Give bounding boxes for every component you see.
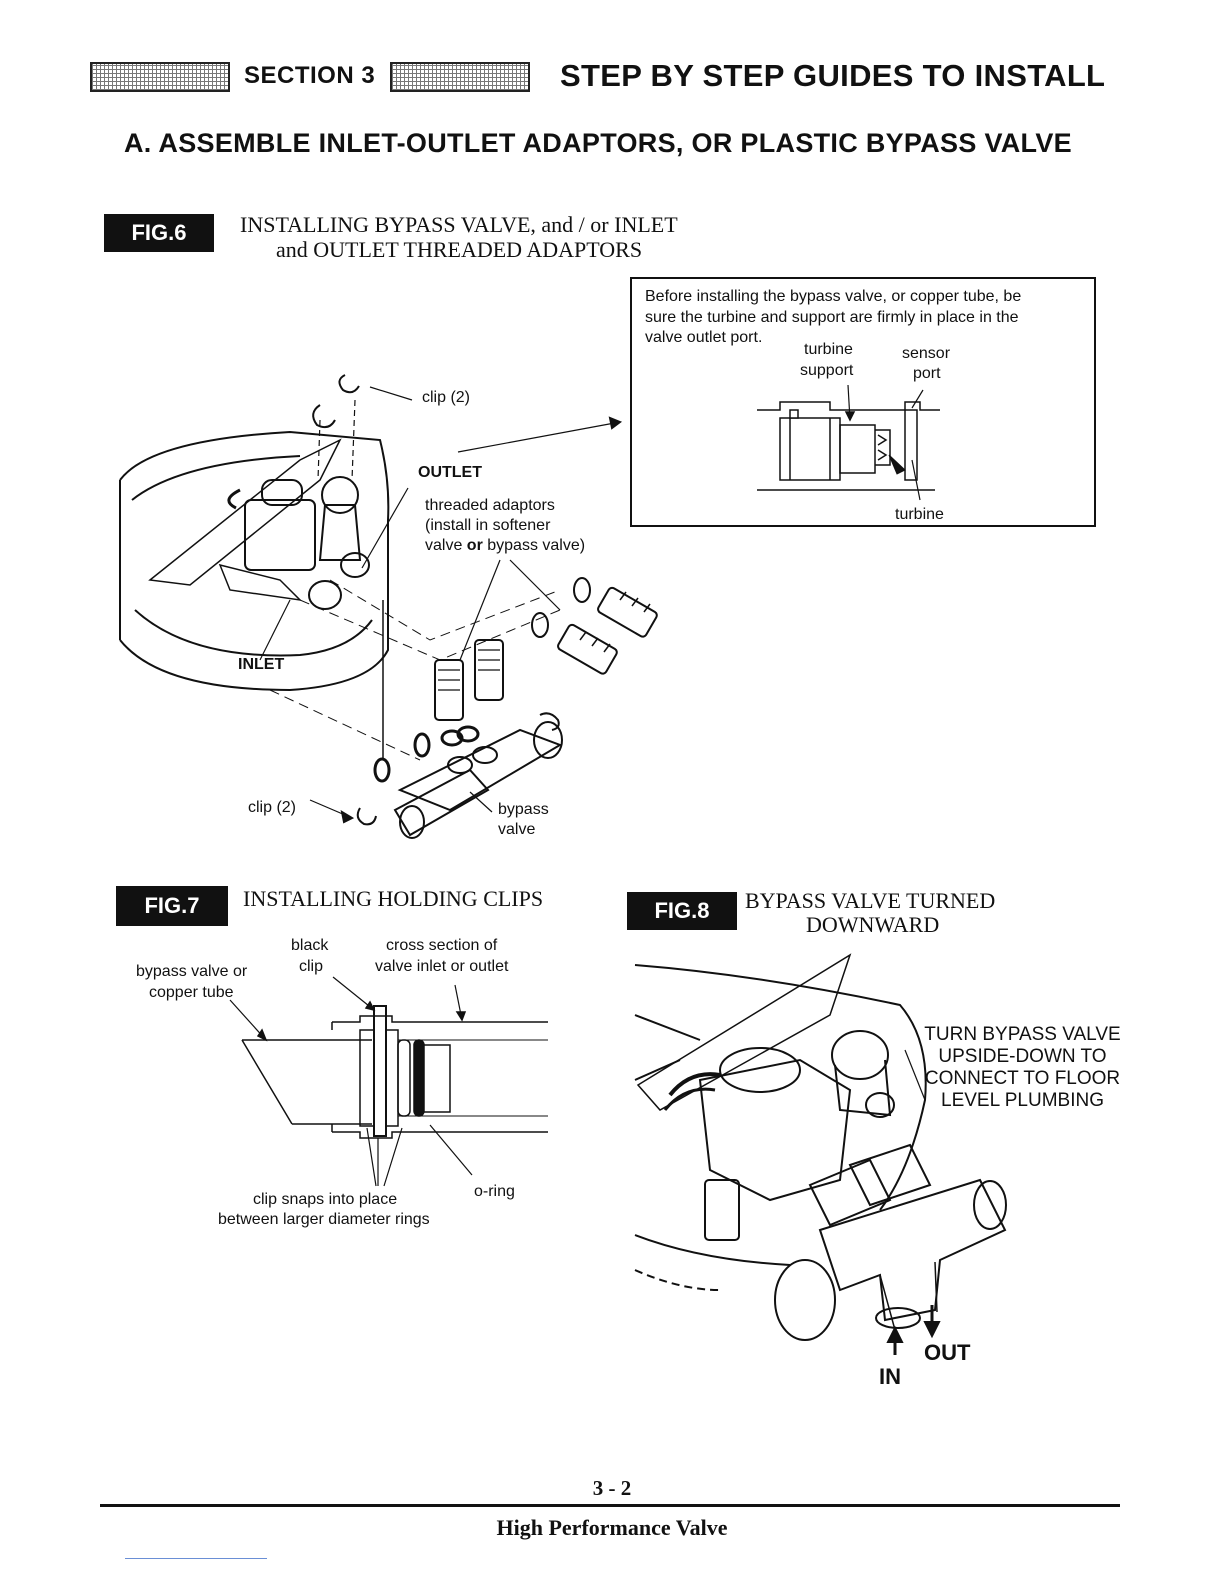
fig7-label-cross-2: valve inlet or outlet [375,958,509,975]
fig7-label-bypass-2: copper tube [149,984,234,1001]
fig8-note-line3: CONNECT TO FLOOR [924,1068,1121,1089]
fig7-label-oring: o-ring [474,1183,515,1200]
fig6-label-threaded-2: (install in softener [425,517,551,534]
fig6-label-inlet: INLET [238,656,285,673]
fig7-label-black-1: black [291,937,329,954]
inset-note-line3: valve outlet port. [645,329,763,346]
fig8-tag: FIG.8 [627,892,737,930]
page-title: STEP BY STEP GUIDES TO INSTALL [560,58,1106,93]
fig7-label-snap-1: clip snaps into place [253,1191,398,1208]
fig7-label-cross-1: cross section of [386,937,498,954]
fig8-caption-line2: DOWNWARD [806,912,940,937]
fig6-inset-box [630,277,1096,527]
fig8-label-in: IN [879,1364,901,1389]
fig6-label-clip-bottom: clip (2) [248,799,297,816]
fig8-label-out: OUT [924,1340,971,1365]
threaded-bypass-text: bypass valve) [482,537,586,554]
inset-note-line2: sure the turbine and support are firmly … [645,309,1019,326]
section-label: SECTION 3 [244,62,376,89]
inset-sensor-port-1: sensor [902,345,951,362]
footer-rule [100,1504,1120,1507]
fig8-caption-line1: BYPASS VALVE TURNED [745,888,996,913]
page-number: 3 - 2 [592,1476,632,1500]
section-subtitle: A. ASSEMBLE INLET-OUTLET ADAPTORS, OR PL… [124,128,1072,158]
inset-sensor-port-2: port [913,365,941,382]
fig6-label-bypass-2: valve [498,821,536,838]
fig7-label-bypass-1: bypass valve or [136,963,248,980]
footer-product: High Performance Valve [496,1515,728,1540]
fig7-label-black-2: clip [299,958,324,975]
header-hatch-right [390,62,530,92]
inset-turbine-support-1: turbine [804,341,853,358]
fig6-tag: FIG.6 [104,214,214,252]
threaded-or-text: or [466,537,483,554]
threaded-valve-text: valve [425,537,467,554]
fig6-label-threaded-3: valve or bypass valve) [425,536,585,556]
fig6-label-bypass-1: bypass [498,801,549,818]
fig7-label-snap-2: between larger diameter rings [218,1211,430,1228]
fig6-caption-line2: and OUTLET THREADED ADAPTORS [276,237,643,262]
fig6-label-clip-top: clip (2) [422,389,471,406]
footer-link-rule [125,1558,267,1559]
fig7-caption: INSTALLING HOLDING CLIPS [243,886,544,911]
fig8-note-line2: UPSIDE-DOWN TO [938,1046,1107,1067]
fig6-label-threaded-1: threaded adaptors [425,497,555,514]
inset-note-line1: Before installing the bypass valve, or c… [645,288,1022,305]
inset-turbine: turbine [895,506,944,523]
fig6-caption-line1: INSTALLING BYPASS VALVE, and / or INLET [240,212,678,237]
fig8-note-line4: LEVEL PLUMBING [941,1090,1104,1111]
fig6-label-outlet: OUTLET [418,464,482,481]
inset-turbine-support-2: support [800,362,854,379]
fig7-tag: FIG.7 [116,886,228,926]
fig8-note-line1: TURN BYPASS VALVE [924,1024,1121,1045]
header-hatch-left [90,62,230,92]
